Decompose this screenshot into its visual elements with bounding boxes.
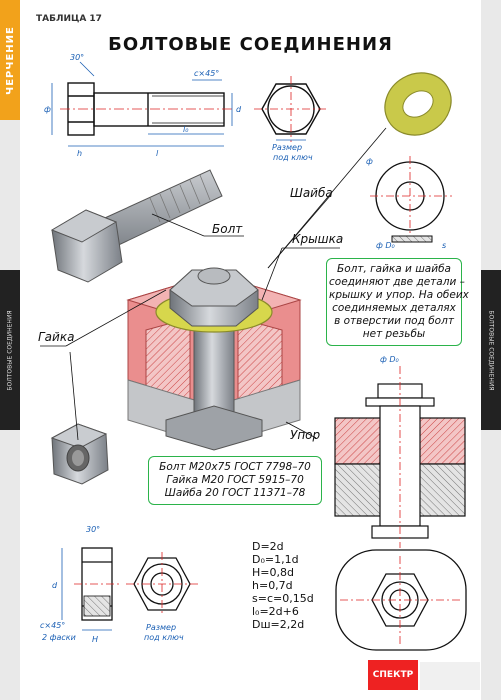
nut-chamfer: c×45° [40,621,65,630]
dim-phi: ф [44,105,51,114]
bolt-head-top-view [254,76,328,142]
spec-line: Гайка М20 ГОСТ 5915–70 [166,474,304,486]
dim-h: h [77,149,82,158]
nut-angle-30: 30° [86,525,100,534]
bolt-dimensions [51,61,233,147]
washer-3d [384,72,452,136]
leader-lines [40,127,387,441]
assembly-section-drawing [334,366,466,548]
formula-line: h=0,7d [252,579,293,592]
note-box: Болт, гайка и шайба соединяют две детали… [326,258,469,346]
note-line: нет резьбы [362,328,426,340]
formula-line: H=0,8d [252,566,294,579]
assembly-cutaway [126,267,302,451]
washer-phi: ф [366,157,373,166]
dim-angle-30: 30° [70,53,84,62]
side-strip-left: БОЛТОВЫЕ СОЕДИНЕНИЯ [0,270,20,430]
table-number: ТАБЛИЦА 17 [36,14,102,24]
spec-box: Болт М20х75 ГОСТ 7798–70 Гайка М20 ГОСТ … [148,456,322,505]
nut-top-view [126,552,198,616]
formula-line: D=2d [252,540,284,553]
nut-H: H [92,635,98,644]
nut-two-chamfers: 2 фаски [42,633,76,642]
dim-chamfer: c×45° [194,69,219,78]
washer-phi-d0: ф D₀ [376,241,396,250]
publisher-logo: СПЕКТР [368,660,418,690]
bolt-3d [50,169,223,283]
nut-wrench-sub: под ключ [144,633,184,642]
label-nut: Гайка [38,330,75,344]
wrench-size-label: Размер [272,143,302,152]
formula-line: D₀=1,1d [252,553,299,566]
subject-tab: ЧЕРЧЕНИЕ [0,0,20,120]
page-title: БОЛТОВЫЕ СОЕДИНЕНИЯ [108,34,393,55]
note-line: в отверстии под болт [334,315,454,327]
formula-line: Dш=2,2d [252,618,305,631]
assembly-top-view [335,549,467,651]
note-line: соединяемых деталях [332,302,456,314]
note-line: Болт, гайка и шайба [337,263,451,275]
nut-drawing [74,547,120,621]
nut-3d [50,423,109,485]
note-line: соединяют две детали – [329,276,465,288]
wrench-size-sub: под ключ [273,153,313,162]
dim-l: l [156,149,159,158]
label-cover: Крышка [292,232,344,246]
spec-line: Болт М20х75 ГОСТ 7798–70 [159,461,311,473]
dim-d: d [236,105,242,114]
nut-wrench-size: Размер [146,623,176,632]
nut-dim-lines [61,548,112,631]
washer-drawing [370,156,452,243]
formula-line: s=c=0,15d [252,592,314,605]
spec-line: Шайба 20 ГОСТ 11371–78 [164,487,306,499]
note-line: крышку и упор. На обеих [329,289,469,301]
section-phi-d0: ф D₀ [380,355,400,364]
formula-line: l₀=2d+6 [252,605,299,618]
washer-s: s [442,241,446,250]
label-bolt: Болт [212,222,243,236]
bolt-drawing [60,82,234,136]
formula-list: D=2d D₀=1,1d H=0,8d h=0,7d s=c=0,15d l₀=… [252,540,314,631]
label-washer: Шайба [290,186,333,200]
dim-l0: l₀ [183,125,189,134]
publisher-info [420,662,480,690]
nut-d: d [52,581,58,590]
label-stop: Упор [290,428,321,442]
side-strip-right: БОЛТОВЫЕ СОЕДИНЕНИЯ [481,270,501,430]
